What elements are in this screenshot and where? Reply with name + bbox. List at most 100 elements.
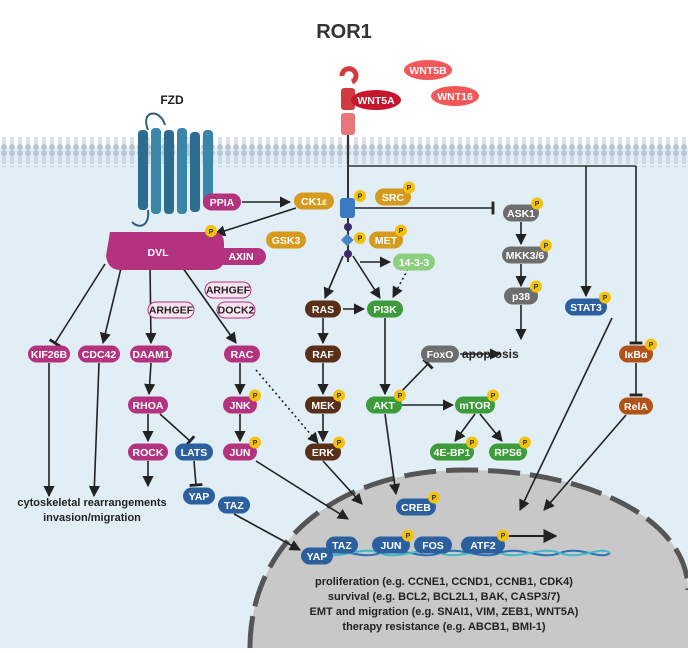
creb-node bbox=[396, 498, 436, 516]
jnk-phospho-badge bbox=[249, 389, 261, 402]
cytoskeletal-label: cytoskeletal rearrangements bbox=[17, 497, 166, 509]
src-phospho-badge bbox=[403, 181, 415, 194]
raf-label: RAF bbox=[312, 349, 334, 361]
erk-label: ERK bbox=[312, 447, 335, 459]
phospho-label: P bbox=[358, 194, 363, 201]
stat3-phospho-badge bbox=[599, 291, 611, 304]
dock2-node bbox=[216, 301, 256, 319]
jnk-node bbox=[223, 396, 257, 414]
pi3k-label: PI3K bbox=[373, 304, 397, 316]
phospho-label: P bbox=[534, 284, 539, 291]
dvl-shape bbox=[106, 232, 224, 270]
rac-node bbox=[224, 345, 260, 363]
phospho-label: P bbox=[523, 440, 528, 447]
connector-activation bbox=[255, 460, 349, 520]
arhgef-a-label: ARHGEF bbox=[149, 305, 194, 317]
dvl-phospho bbox=[205, 225, 217, 237]
ras-node bbox=[305, 300, 341, 318]
jun2-node bbox=[372, 536, 410, 554]
rela-node bbox=[619, 397, 653, 415]
fzd-label: FZD bbox=[160, 93, 184, 107]
taz1-node bbox=[218, 496, 250, 514]
erk-node bbox=[305, 443, 341, 461]
ck1e-label: CK1ε bbox=[301, 196, 327, 208]
stat3-label: STAT3 bbox=[570, 302, 602, 314]
raf-node bbox=[305, 345, 341, 363]
rps6-phospho-badge bbox=[519, 436, 531, 449]
rhoa-node bbox=[128, 396, 168, 414]
src-label: SRC bbox=[382, 192, 405, 204]
mtor-node bbox=[455, 396, 495, 414]
connector-activation bbox=[392, 268, 409, 298]
connector-inhibition bbox=[159, 413, 196, 447]
jun1-node bbox=[223, 443, 257, 461]
mkk36-label: MKK3/6 bbox=[506, 250, 545, 262]
ask1-label: ASK1 bbox=[507, 208, 535, 220]
gsk3-label: GSK3 bbox=[272, 235, 301, 247]
phospho-label: P bbox=[407, 185, 412, 192]
ror1-phospho-badge bbox=[354, 190, 366, 202]
src-node bbox=[375, 188, 411, 206]
fos-node bbox=[414, 536, 452, 554]
ask1-phospho-badge bbox=[531, 197, 543, 210]
mek-node bbox=[305, 396, 341, 414]
ikba-label: IκBα bbox=[625, 349, 648, 361]
rock-label: ROCK bbox=[133, 447, 164, 459]
axin-node bbox=[216, 248, 266, 265]
rps6-label: RPS6 bbox=[494, 447, 522, 459]
foxo-node bbox=[421, 345, 459, 363]
rela-label: RelA bbox=[624, 401, 648, 413]
ligand-label: WNT5A bbox=[357, 95, 395, 107]
taz2-node bbox=[326, 536, 358, 554]
met-label: MET bbox=[375, 235, 398, 247]
phospho-label: P bbox=[544, 243, 549, 250]
jnk-label: JNK bbox=[229, 400, 250, 412]
rock-node bbox=[128, 443, 168, 461]
ras-label: RAS bbox=[312, 304, 334, 316]
phospho-label: P bbox=[253, 393, 258, 400]
connector-activation bbox=[479, 413, 503, 442]
eb1-phospho-badge bbox=[466, 436, 478, 449]
mkk36-phospho-badge bbox=[540, 239, 552, 252]
pi3k-node bbox=[367, 300, 403, 318]
creb-phospho-badge bbox=[428, 491, 440, 504]
akt-node bbox=[366, 396, 402, 414]
ask1-node bbox=[503, 204, 539, 222]
connector-inhibition bbox=[189, 460, 203, 487]
ck1e-node bbox=[294, 192, 334, 210]
invasion-label: invasion/migration bbox=[43, 512, 141, 524]
connector-activation bbox=[454, 413, 476, 442]
kif26b-node bbox=[28, 345, 70, 363]
ligand-label: WNT16 bbox=[437, 91, 473, 103]
outcome-emt: EMT and migration (e.g. SNAI1, VIM, ZEB1… bbox=[310, 606, 579, 618]
taz2-label: TAZ bbox=[332, 540, 352, 552]
akt-phospho-badge bbox=[394, 389, 406, 402]
phospho-label: P bbox=[535, 201, 540, 208]
p1433-node bbox=[393, 253, 435, 271]
connector-inhibition bbox=[48, 263, 106, 348]
akt-label: AKT bbox=[373, 400, 395, 412]
phospho-label: P bbox=[406, 533, 411, 540]
connector-activation bbox=[144, 362, 156, 396]
jun2-phospho-badge bbox=[402, 529, 414, 542]
p1433-label: 14-3-3 bbox=[399, 257, 430, 269]
phospho-label: P bbox=[253, 440, 258, 447]
phospho-label: P bbox=[501, 533, 506, 540]
connector-activation bbox=[352, 255, 381, 299]
outcome-survival: survival (e.g. BCL2, BCL2L1, BAK, CASP3/… bbox=[328, 591, 561, 603]
plasma-membrane bbox=[0, 137, 688, 167]
met-phospho-badge bbox=[395, 224, 407, 237]
outcome-proliferation: proliferation (e.g. CCNE1, CCND1, CCNB1,… bbox=[315, 576, 573, 588]
rhoa-label: RHOA bbox=[133, 400, 164, 412]
connector-activation bbox=[323, 255, 344, 300]
p38-phospho-badge bbox=[530, 280, 542, 293]
rac-label: RAC bbox=[231, 349, 254, 361]
nuclear-envelope bbox=[247, 467, 688, 649]
taz1-label: TAZ bbox=[224, 500, 244, 512]
p38-node bbox=[504, 287, 538, 305]
yap1-label: YAP bbox=[189, 491, 210, 503]
jun1-label: JUN bbox=[229, 447, 250, 459]
lats-node bbox=[175, 443, 213, 461]
connector-activation bbox=[213, 207, 297, 237]
